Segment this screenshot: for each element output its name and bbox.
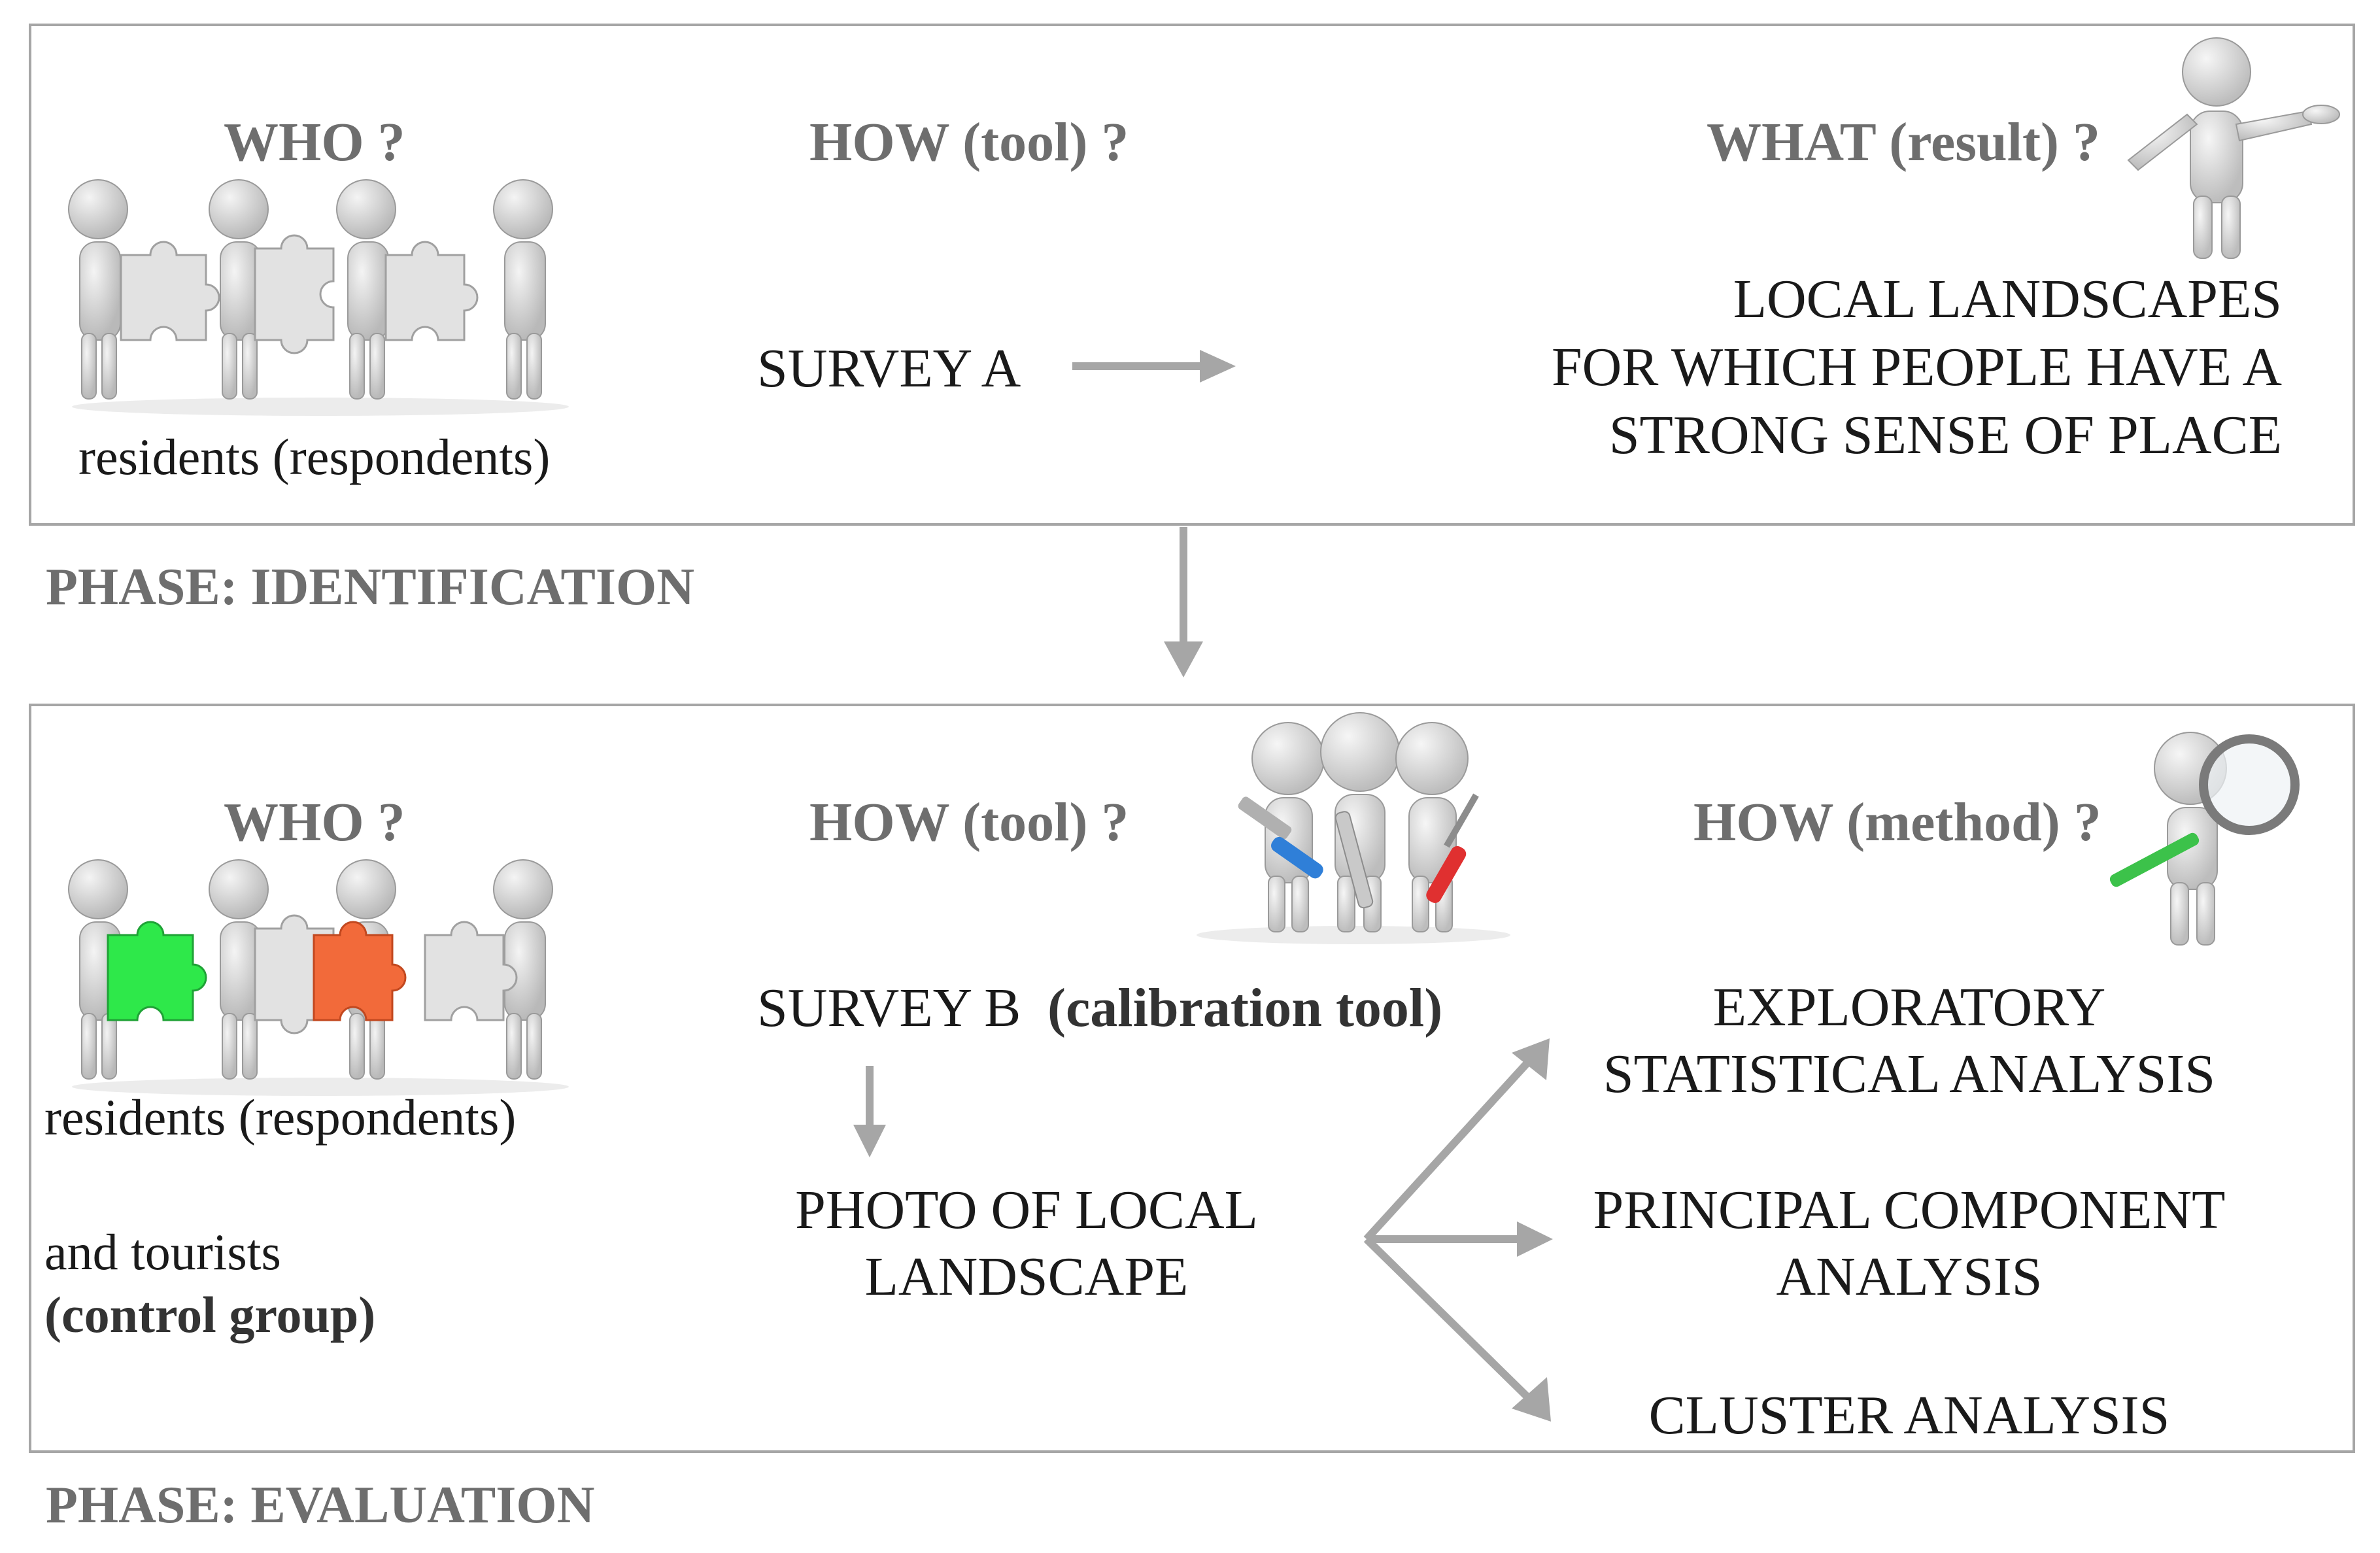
eval-how-tool-header: HOW (tool) ? bbox=[809, 792, 1129, 853]
phase-evaluation-label: PHASE: EVALUATION bbox=[46, 1476, 595, 1534]
magnifier-figure-icon bbox=[2109, 732, 2300, 946]
method-exploratory-line-2: STATISTICAL ANALYSIS bbox=[1603, 1044, 2216, 1104]
team-colored-puzzle-icon bbox=[68, 859, 569, 1096]
evaluation-panel bbox=[29, 704, 2355, 1453]
method-cluster: CLUSTER ANALYSIS bbox=[1563, 1382, 2256, 1449]
method-pca-line-2: ANALYSIS bbox=[1776, 1246, 2043, 1307]
survey-b-down-arrow bbox=[853, 1066, 886, 1157]
phase-connector-arrow bbox=[1164, 527, 1203, 677]
photo-line-1: PHOTO OF LOCAL bbox=[795, 1180, 1258, 1240]
methods-fanout-arrows bbox=[1363, 1038, 1553, 1422]
survey-to-result-arrow bbox=[1072, 350, 1236, 383]
result-text: LOCAL LANDSCAPES FOR WHICH PEOPLE HAVE A… bbox=[1543, 265, 2282, 469]
survey-a-label: SURVEY A bbox=[757, 338, 1021, 399]
result-line-2: FOR WHICH PEOPLE HAVE A bbox=[1551, 337, 2282, 398]
team-puzzle-icon bbox=[68, 179, 569, 416]
eval-who-header: WHO ? bbox=[224, 792, 405, 853]
what-result-header: WHAT (result) ? bbox=[1707, 112, 2100, 173]
survey-b-label: SURVEY B bbox=[757, 978, 1021, 1038]
method-cluster-line-1: CLUSTER ANALYSIS bbox=[1648, 1385, 2170, 1446]
who-header: WHO ? bbox=[224, 112, 405, 173]
result-line-3: STRONG SENSE OF PLACE bbox=[1608, 405, 2282, 466]
method-exploratory: EXPLORATORY STATISTICAL ANALYSIS bbox=[1563, 974, 2256, 1108]
eval-residents-caption: residents (respondents) bbox=[44, 1089, 517, 1146]
result-line-1: LOCAL LANDSCAPES bbox=[1733, 269, 2282, 330]
method-pca-line-1: PRINCIPAL COMPONENT bbox=[1593, 1180, 2226, 1240]
photo-line-2: LANDSCAPE bbox=[864, 1246, 1189, 1307]
presenting-figure-icon bbox=[2127, 37, 2340, 259]
method-pca: PRINCIPAL COMPONENT ANALYSIS bbox=[1563, 1177, 2256, 1310]
tool-team-icon bbox=[1197, 712, 1510, 944]
phase-identification-label: PHASE: IDENTIFICATION bbox=[46, 558, 694, 616]
tourists-line: and tourists bbox=[44, 1223, 281, 1280]
control-group-line: (control group) bbox=[44, 1286, 376, 1343]
residents-caption: residents (respondents) bbox=[78, 428, 551, 485]
eval-how-method-header: HOW (method) ? bbox=[1693, 792, 2101, 853]
photo-text: PHOTO OF LOCAL LANDSCAPE bbox=[758, 1177, 1295, 1310]
method-exploratory-line-1: EXPLORATORY bbox=[1712, 977, 2106, 1038]
how-tool-header: HOW (tool) ? bbox=[809, 112, 1129, 173]
calibration-tool-label: (calibration tool) bbox=[1047, 978, 1443, 1038]
